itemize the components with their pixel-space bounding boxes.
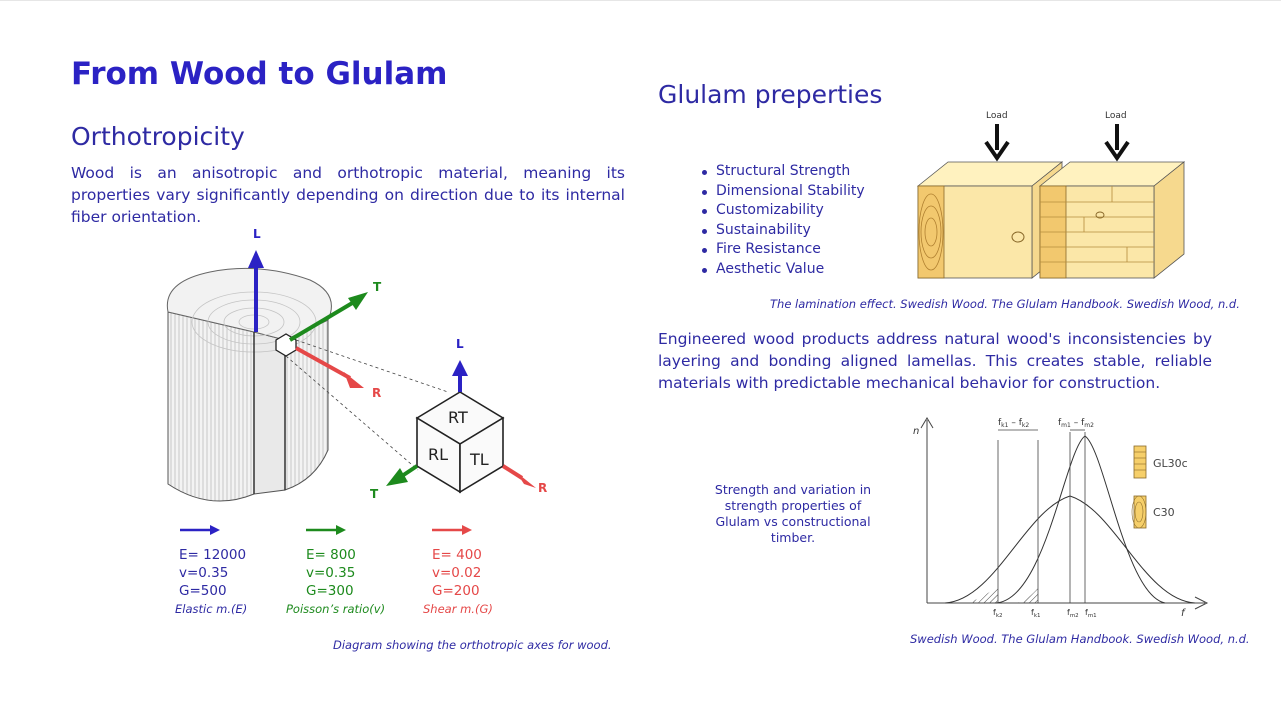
page-title: From Wood to Glulam (71, 56, 448, 92)
legend-t-g: G=300 (306, 583, 354, 599)
glulam-tail-hatch (1017, 588, 1038, 603)
r-axis-arrow (295, 346, 351, 380)
cube-l-label: L (456, 337, 464, 351)
figure-top-annotations: fk1 – fk2 fm1 – fm2 (998, 418, 1094, 429)
face-tl-label: TL (469, 450, 489, 469)
legend-r-v: v=0.02 (432, 565, 482, 581)
orthotropicity-paragraph: Wood is an anisotropic and orthotropic m… (71, 164, 625, 226)
svg-text:fm2: fm2 (1067, 608, 1079, 619)
legend-caption-poisson: Poisson’s ratio(v) (286, 602, 386, 616)
orthotropic-cube: RT RL TL (415, 391, 505, 494)
legend-l-v: v=0.35 (179, 565, 229, 581)
lamination-beams-figure: Load Load (916, 111, 1186, 279)
strength-distribution-figure: n f fk1 – fk2 fm1 – fm2 fk2 fk1 fm2 fm1 … (913, 417, 1209, 619)
diagram-caption: Diagram showing the orthotropic axes for… (333, 638, 612, 652)
legend-r-g: G=200 (432, 583, 480, 599)
list-item: Aesthetic Value (700, 260, 865, 280)
list-item: Dimensional Stability (700, 182, 865, 202)
face-rl-label: RL (428, 445, 448, 464)
svg-text:fk1: fk1 (1031, 608, 1041, 619)
engineered-wood-paragraph: Engineered wood products address natural… (658, 330, 1212, 392)
load-label-left: Load (986, 111, 1008, 121)
c30-legend-icon (1131, 495, 1147, 529)
legend-l-values: E= 12000 v=0.35 G=500 (179, 546, 246, 600)
orthotropic-axes-diagram: L T R RT RL TL L T R (166, 227, 547, 502)
legend-arrow-r (432, 525, 472, 535)
cube-l-arrow (452, 360, 468, 376)
cube-t-arrow (386, 468, 408, 486)
svg-text:fk2: fk2 (993, 608, 1003, 619)
legend-r-values: E= 400 v=0.02 G=200 (432, 546, 482, 600)
distribution-caption: Swedish Wood. The Glulam Handbook. Swedi… (910, 632, 1250, 646)
c30-tail-hatch (967, 586, 998, 603)
gl30c-legend-icon (1133, 445, 1147, 479)
cube-t-label: T (370, 487, 379, 501)
lamination-caption: The lamination effect. Swedish Wood. The… (770, 297, 1240, 311)
cube-r-label: R (538, 481, 547, 495)
load-arrow-right-icon (1104, 124, 1130, 162)
load-label-right: Load (1105, 111, 1127, 121)
legend-l-g: G=500 (179, 583, 227, 599)
l-axis-label: L (253, 227, 261, 241)
list-item: Structural Strength (700, 162, 865, 182)
r-axis-label: R (372, 386, 381, 400)
glulam-beam (1038, 161, 1186, 279)
distribution-note: Strength and variation in strength prope… (714, 482, 872, 545)
legend-caption-shear: Shear m.(G) (423, 602, 493, 616)
c30-label: C30 (1153, 506, 1175, 519)
list-item: Sustainability (700, 221, 865, 241)
wood-log-illustration (166, 267, 332, 502)
legend-t-e: E= 800 (306, 547, 356, 563)
svg-text:fm1: fm1 (1085, 608, 1097, 619)
legend-r-e: E= 400 (432, 547, 482, 563)
legend-arrow-l (180, 525, 220, 535)
legend-t-values: E= 800 v=0.35 G=300 (306, 546, 356, 600)
glulam-properties-list: Structural Strength Dimensional Stabilit… (700, 162, 865, 279)
legend-arrow-t (306, 525, 346, 535)
svg-text:fk1 – fk2: fk1 – fk2 (998, 418, 1029, 429)
y-axis-label: n (913, 426, 919, 437)
svg-text:fm1 – fm2: fm1 – fm2 (1058, 418, 1094, 429)
gl30c-label: GL30c (1153, 457, 1188, 470)
face-rt-label: RT (448, 408, 468, 427)
top-divider (0, 0, 1281, 1)
x-axis-label: f (1181, 608, 1186, 619)
list-item: Customizability (700, 201, 865, 221)
list-item: Fire Resistance (700, 240, 865, 260)
t-axis-label: T (373, 280, 382, 294)
orthotropicity-heading: Orthotropicity (71, 122, 245, 151)
cube-r-arrow (516, 472, 536, 488)
legend-l-e: E= 12000 (179, 547, 247, 563)
load-arrow-left-icon (984, 124, 1010, 162)
figure-bottom-annotations: fk2 fk1 fm2 fm1 (993, 608, 1097, 619)
t-axis-arrow (288, 300, 356, 342)
glulam-heading: Glulam preperties (658, 80, 883, 109)
legend-t-v: v=0.35 (306, 565, 356, 581)
legend-caption-elastic: Elastic m.(E) (175, 602, 248, 616)
